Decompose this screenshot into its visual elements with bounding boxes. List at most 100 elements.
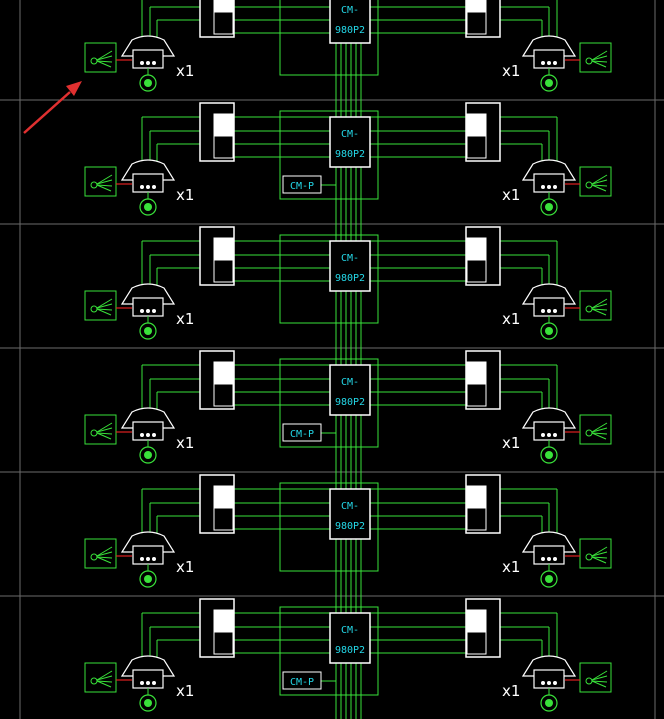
switch-box-upper (213, 485, 234, 509)
unit-body (132, 545, 164, 565)
switch-box-lower (466, 11, 487, 35)
multiplier-label-right: x1 (502, 434, 520, 452)
sensor-ray (591, 184, 608, 187)
sensor-ray (591, 184, 607, 192)
sensor-ray (591, 303, 608, 309)
switch-box-upper (466, 609, 487, 633)
unit-dot (547, 61, 551, 65)
sensor-ray (591, 427, 608, 433)
sensor-ray (96, 680, 112, 688)
indicator-core (545, 203, 553, 211)
controller-enclosure (279, 358, 379, 448)
indoor-unit-icon (120, 283, 176, 317)
sensor-fan-icon (579, 42, 612, 73)
unit-dot (140, 185, 144, 189)
sensor-ray (591, 556, 608, 559)
sensor-box (84, 662, 117, 693)
aux-module-box (282, 423, 322, 442)
switch-box-icon (199, 226, 235, 286)
sensor-ray (96, 422, 113, 433)
switch-box-lower (213, 135, 234, 159)
sensor-box (579, 414, 612, 445)
switch-box-lower (466, 631, 487, 655)
sensor-fan-icon (579, 414, 612, 445)
sensor-box (84, 290, 117, 321)
sensor-ray (96, 174, 113, 185)
sensor-ray (591, 308, 607, 316)
indoor-unit-icon (521, 35, 577, 69)
unit-dot (140, 681, 144, 685)
controller-enclosure (279, 482, 379, 572)
switch-box-lower (466, 383, 487, 407)
indoor-unit-icon (521, 407, 577, 441)
sensor-ray (96, 546, 113, 557)
indicator-core (545, 575, 553, 583)
green-indicator-icon (540, 570, 558, 588)
switch-box-icon (465, 598, 501, 658)
green-indicator-icon (540, 198, 558, 216)
unit-body (132, 297, 164, 317)
switch-box-lower (466, 135, 487, 159)
sensor-box (84, 42, 117, 73)
unit-dot (541, 433, 545, 437)
sensor-fan-icon (84, 42, 117, 73)
switch-box-upper (466, 113, 487, 137)
sensor-box (84, 414, 117, 445)
green-indicator-icon (139, 74, 157, 92)
green-indicator-icon (139, 322, 157, 340)
unit-dot (152, 185, 156, 189)
unit-dot (553, 309, 557, 313)
unit-dot (553, 557, 557, 561)
indicator-ring (139, 198, 157, 216)
indicator-core (545, 79, 553, 87)
controller-label-line2: 980P2 (335, 25, 365, 36)
sensor-ray (591, 432, 608, 435)
switch-box-upper (466, 485, 487, 509)
unit-dot (146, 557, 150, 561)
unit-dot (146, 309, 150, 313)
controller-label-line2: 980P2 (335, 273, 365, 284)
sensor-ray (96, 551, 113, 557)
controller-label-line1: CM- (341, 501, 359, 512)
controller-label-line2: 980P2 (335, 645, 365, 656)
switch-box-icon (465, 474, 501, 534)
green-indicator-icon (139, 198, 157, 216)
unit-dot (152, 309, 156, 313)
sensor-fan-icon (84, 662, 117, 693)
sensor-ray (591, 308, 608, 311)
sensor-ray (96, 427, 113, 433)
switch-box-icon (199, 0, 235, 38)
indicator-ring (540, 198, 558, 216)
unit-dot (541, 61, 545, 65)
multiplier-label-left: x1 (176, 186, 194, 204)
switch-box-lower (213, 11, 234, 35)
green-indicator-icon (540, 446, 558, 464)
unit-dot (541, 309, 545, 313)
multiplier-label-left: x1 (176, 434, 194, 452)
switch-box-lower (213, 383, 234, 407)
green-indicator-icon (540, 74, 558, 92)
switch-box-upper (213, 237, 234, 261)
multiplier-label-left: x1 (176, 558, 194, 576)
unit-dot (140, 433, 144, 437)
sensor-ray (591, 680, 608, 683)
multiplier-label-left: x1 (176, 310, 194, 328)
unit-body (132, 49, 164, 69)
unit-dot (541, 557, 545, 561)
unit-dot (152, 433, 156, 437)
sensor-box (579, 662, 612, 693)
sensor-ray (96, 556, 112, 564)
indicator-core (545, 327, 553, 335)
unit-body (533, 545, 565, 565)
controller-label-line1: CM- (341, 129, 359, 140)
sensor-ray (96, 184, 113, 187)
switch-box-lower (466, 259, 487, 283)
controller-enclosure (279, 606, 379, 696)
green-indicator-icon (139, 570, 157, 588)
unit-body (533, 173, 565, 193)
